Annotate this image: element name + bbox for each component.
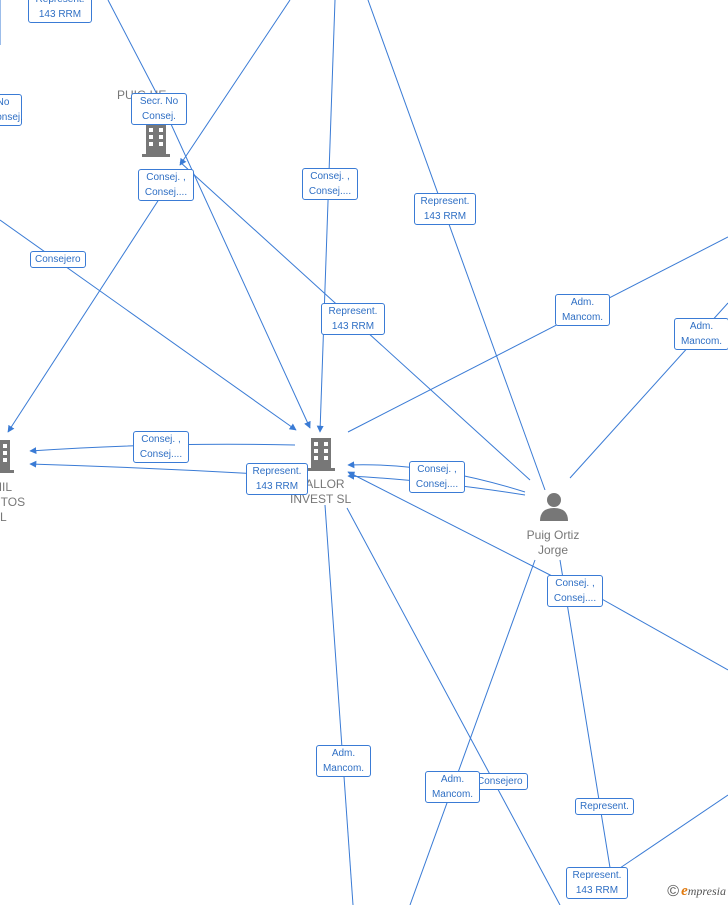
edge (599, 597, 728, 671)
edge (107, 0, 161, 101)
edge-label[interactable]: Consej. , Consej.... (133, 431, 189, 463)
edge-label[interactable]: Adm. Mancom. (316, 745, 371, 777)
edge (367, 0, 546, 491)
edge (347, 471, 557, 579)
edge (346, 507, 561, 905)
company-label-left[interactable]: MIL NTOS SL (0, 480, 26, 524)
edge-label[interactable]: Represent. 143 RRM (566, 867, 628, 899)
person-icon (538, 490, 570, 522)
edge-label[interactable]: Consejero (472, 773, 528, 790)
edge-label[interactable]: Consej. , Consej.... (138, 169, 194, 201)
edge (159, 99, 311, 429)
edge-label[interactable]: Consejero (30, 251, 86, 268)
edge (179, 0, 291, 166)
edge (316, 0, 336, 433)
edge-label[interactable]: Consej. , Consej.... (409, 461, 465, 493)
edge-label[interactable]: Consej. , Consej.... (302, 168, 358, 200)
edge-label[interactable]: Adm. Mancom. (425, 771, 480, 803)
edge-label[interactable]: Adm. Mancom. (555, 294, 610, 326)
building-icon (307, 438, 335, 471)
building-icon (142, 124, 170, 157)
edge-label[interactable]: Represent. 143 RRM (321, 303, 385, 335)
edge-label[interactable]: Represent. 143 RRM (28, 0, 92, 23)
edge (7, 189, 166, 433)
edge (324, 504, 354, 905)
edge-label[interactable]: Represent. 143 RRM (414, 193, 476, 225)
person-label[interactable]: Puig Ortiz Jorge (526, 528, 580, 557)
building-icon (0, 440, 14, 473)
edge (409, 559, 536, 905)
brand-name: mpresia (687, 884, 726, 898)
edge-label[interactable]: No Consej. (0, 94, 23, 126)
edge (559, 559, 613, 881)
company-label-center[interactable]: CALLOR INVEST SL (290, 477, 352, 506)
edge-label[interactable]: Represent. (575, 798, 634, 815)
edge-label[interactable]: Consej. , Consej.... (547, 575, 603, 607)
edge-label[interactable]: Adm. Mancom. (674, 318, 728, 350)
edge-label[interactable]: Represent. 143 RRM (246, 463, 308, 495)
brand-logo-e: e (681, 883, 688, 899)
brand-watermark: ©empresia (667, 883, 726, 901)
edge-label[interactable]: Secr. No Consej. (131, 93, 187, 125)
copyright-symbol: © (667, 883, 680, 900)
edge (347, 236, 728, 433)
edge (619, 794, 728, 869)
